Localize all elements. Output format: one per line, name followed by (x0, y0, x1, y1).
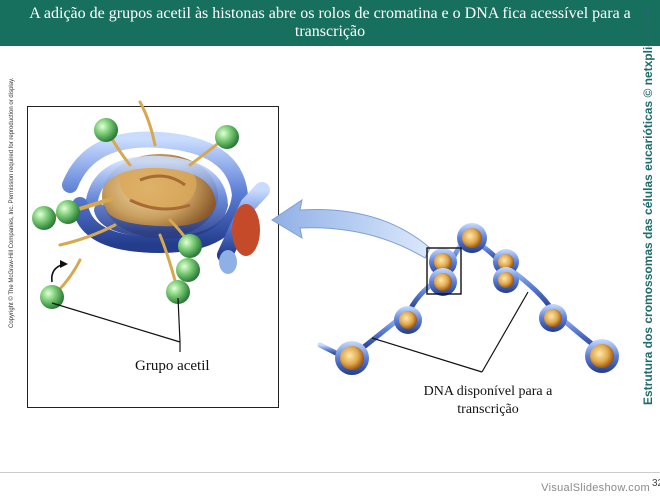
nucleosome-bead (429, 248, 457, 276)
acetyl-group (176, 258, 200, 282)
dna-available-label-line2: transcrição (457, 402, 519, 417)
footer-divider (0, 472, 660, 473)
nucleosome-zoom-panel (27, 106, 279, 408)
dna-cut-end (232, 204, 260, 256)
acetyl-group (94, 118, 118, 142)
acetyl-group (166, 280, 190, 304)
acetyl-group (40, 285, 64, 309)
nucleosome-bead (429, 268, 457, 296)
nucleosome-bead (335, 341, 369, 375)
dna-available-label: DNA disponível para a transcrição (403, 383, 573, 419)
nucleosome-bead (457, 223, 487, 253)
dna-wrap-inner (86, 155, 229, 239)
dna-wrap-outer (62, 131, 249, 254)
dna-available-label-line1: DNA disponível para a (423, 384, 553, 399)
slide-number: 32 (652, 478, 660, 489)
nucleosome-bead (493, 267, 519, 293)
acetyl-group-label: Grupo acetil (135, 358, 210, 374)
acetyl-group (215, 125, 239, 149)
chromatin-fiber (317, 223, 619, 375)
dna-leader-lines (371, 291, 529, 373)
acetyl-groups (32, 118, 239, 309)
slide-title: A adição de grupos acetil às histonas ab… (0, 0, 660, 46)
zoom-selection-box (426, 247, 462, 295)
zoom-arrow (271, 198, 431, 259)
nucleosome-bead (539, 304, 567, 332)
nucleosome-bead (493, 249, 519, 275)
nucleosome-bead (394, 306, 422, 334)
acetyl-group (32, 206, 56, 230)
footer-brand[interactable]: VisualSlideshow.com (541, 482, 650, 494)
acetyl-group (56, 200, 80, 224)
acetyl-leader-lines (51, 297, 181, 352)
nucleosome-bead (585, 339, 619, 373)
acetyl-group (178, 234, 202, 258)
nucleosome-illustration (32, 100, 270, 352)
